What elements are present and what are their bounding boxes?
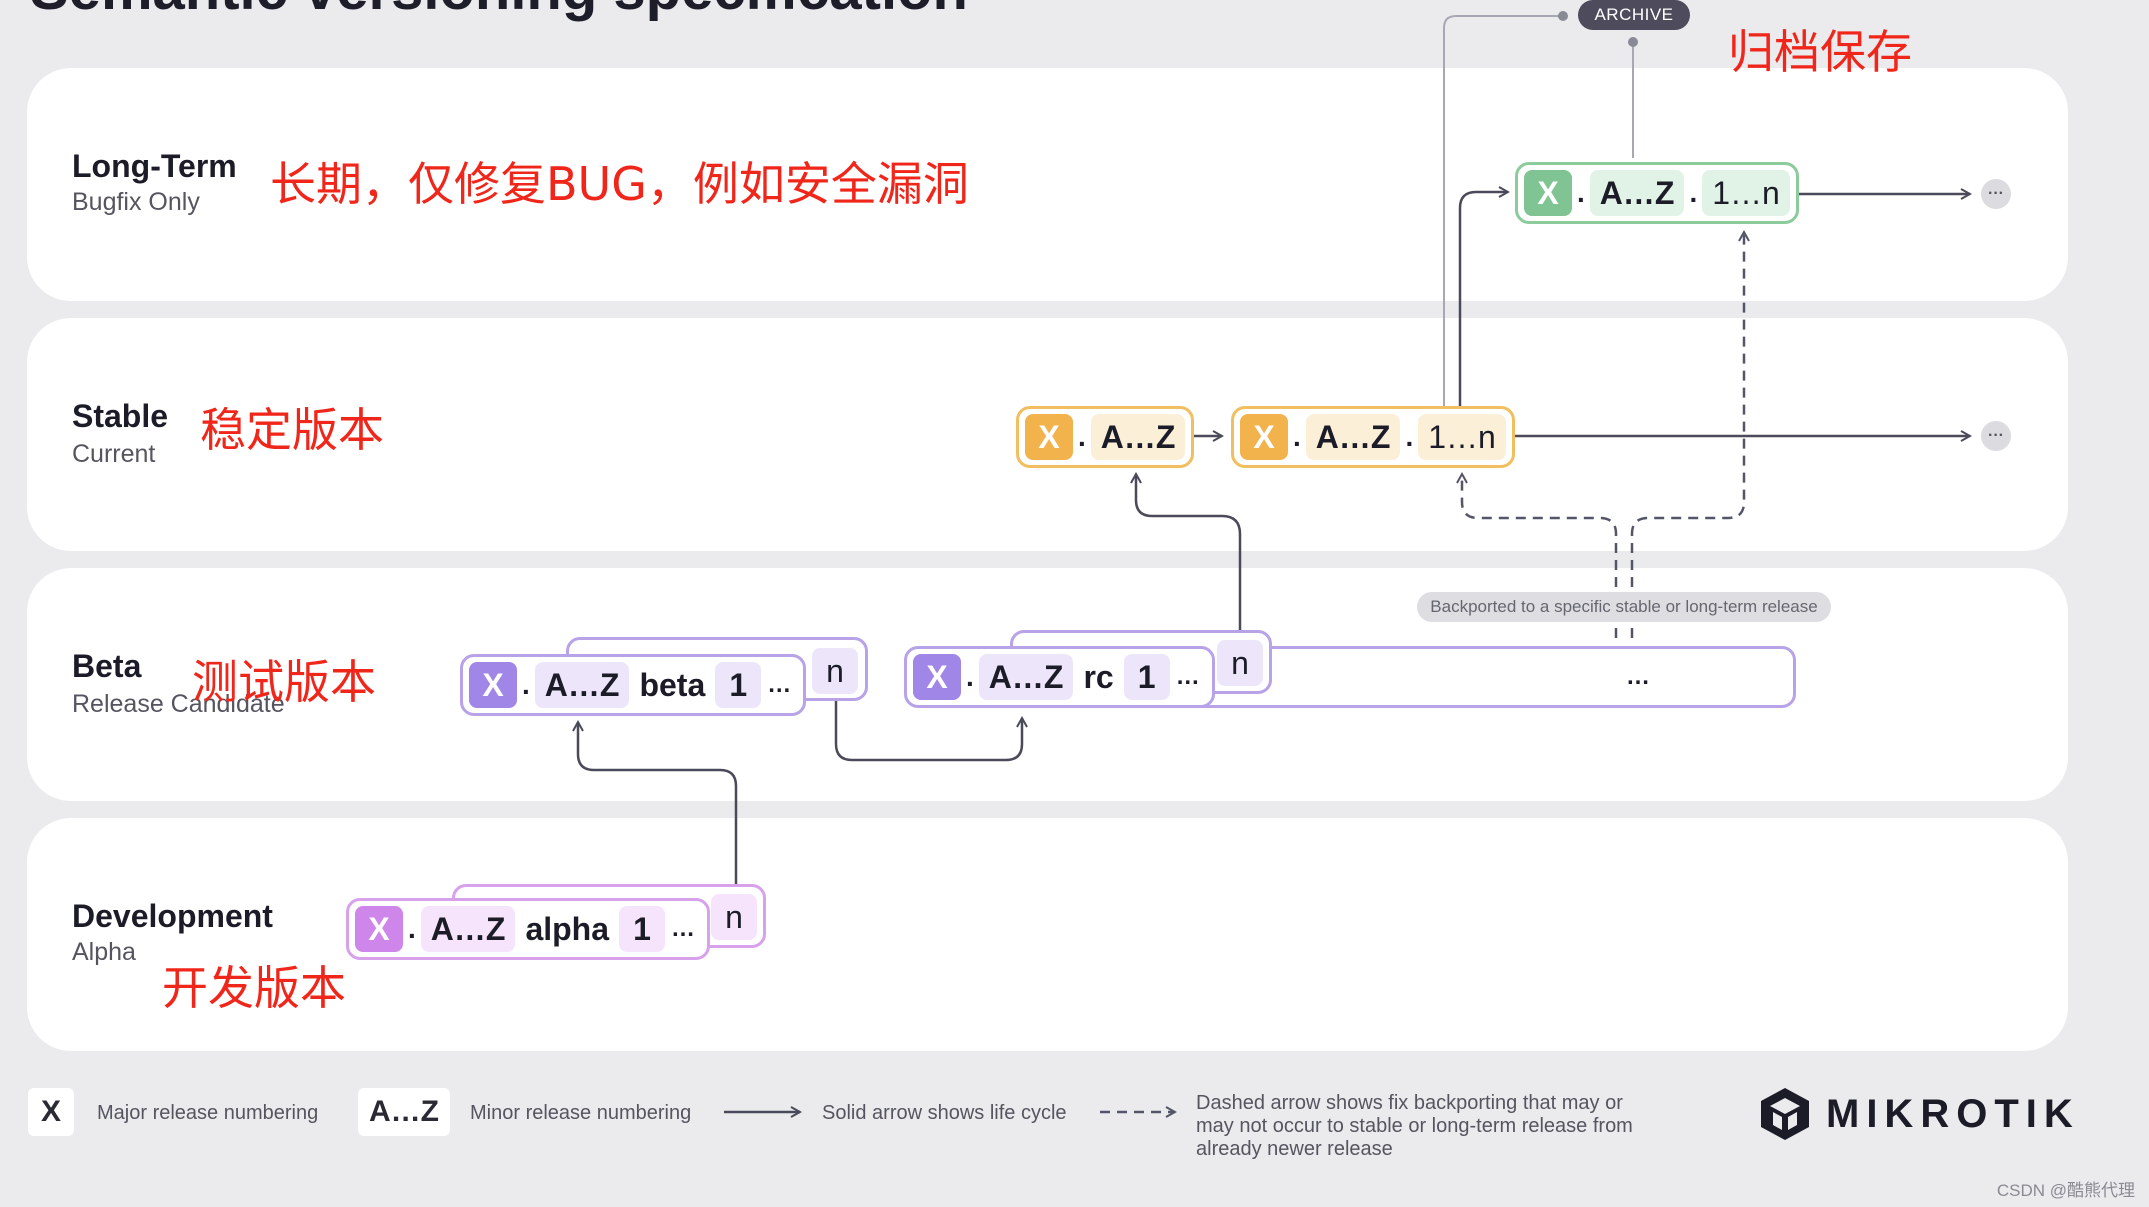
archive-dot-bottom: [1628, 37, 1638, 47]
stable-b-major: X: [1240, 414, 1288, 460]
stable-b-separator-2: .: [1405, 421, 1414, 452]
longterm-version-chip: X . A…Z . 1…n: [1515, 162, 1799, 224]
rc-major: X: [913, 654, 961, 700]
note-development: 开发版本: [162, 961, 346, 1015]
rc-last-cell: n: [1217, 640, 1263, 686]
legend-dashed-text: Dashed arrow shows fix backporting that …: [1196, 1092, 1633, 1160]
longterm-more-marker: ···: [1981, 179, 2011, 209]
stable-b-separator-1: .: [1293, 421, 1301, 452]
lane-subtitle-long-term: Bugfix Only: [72, 188, 200, 216]
stable-b-minor: A…Z: [1305, 414, 1401, 460]
rc-minor: A…Z: [978, 654, 1074, 700]
stable-a-minor: A…Z: [1090, 414, 1186, 460]
beta-last-cell: n: [812, 648, 858, 694]
alpha-separator: .: [408, 913, 416, 944]
lane-subtitle-development: Alpha: [72, 938, 136, 966]
stable-version-chip-a: X . A…Z: [1016, 406, 1195, 468]
beta-word: beta: [639, 666, 706, 703]
alpha-minor: A…Z: [420, 906, 516, 952]
alpha-word: alpha: [525, 910, 610, 947]
backport-label: Backported to a specific stable or long-…: [1417, 592, 1831, 622]
longterm-minor: A…Z: [1589, 170, 1685, 216]
rc-word: rc: [1083, 658, 1114, 695]
stable-b-patch: 1…n: [1418, 414, 1506, 460]
beta-number: 1: [715, 662, 762, 708]
legend-minor-text: Minor release numbering: [470, 1102, 692, 1124]
alpha-last-cell: n: [711, 894, 757, 940]
note-stable: 稳定版本: [200, 403, 384, 457]
arrow-alpha-to-beta: [578, 722, 738, 886]
longterm-patch: 1…n: [1702, 170, 1790, 216]
lane-title-stable: Stable: [72, 398, 169, 434]
arrow-stable-to-longterm: [1458, 192, 1508, 406]
note-long-term: 长期，仅修复BUG，例如安全漏洞: [270, 157, 969, 211]
stable-a-major: X: [1025, 414, 1073, 460]
archive-dot-left: [1558, 11, 1568, 21]
page-title: Semantic versioning specification: [30, 0, 968, 23]
legend-major-text: Major release numbering: [97, 1102, 319, 1124]
mikrotik-wordmark: MIKROTIK: [1826, 1091, 2080, 1136]
beta-minor: A…Z: [534, 662, 630, 708]
backport-to-longterm: [1630, 232, 1744, 638]
beta-separator: .: [522, 669, 530, 700]
rc-version-chip: X . A…Z rc 1 …: [904, 646, 1215, 708]
alpha-number: 1: [619, 906, 666, 952]
lane-subtitle-beta: Release Candidate: [72, 690, 285, 718]
mikrotik-cube-icon: [1761, 1088, 1809, 1140]
stable-a-separator: .: [1078, 421, 1086, 452]
watermark: CSDN @酷熊代理: [1996, 1181, 2135, 1200]
beta-major: X: [469, 662, 517, 708]
alpha-version-chip: X . A…Z alpha 1 …: [346, 898, 711, 960]
arrow-rc-to-stable: [1136, 474, 1242, 634]
legend-solid-text: Solid arrow shows life cycle: [822, 1102, 1067, 1124]
longterm-separator-2: .: [1689, 177, 1698, 208]
longterm-separator-1: .: [1577, 177, 1585, 208]
mikrotik-logo: MIKROTIK: [1758, 1086, 2080, 1142]
rc-ellipsis: …: [1175, 663, 1200, 690]
alpha-ellipsis: …: [671, 915, 696, 942]
beta-ellipsis: …: [767, 671, 792, 698]
alpha-major: X: [355, 906, 403, 952]
longterm-major: X: [1524, 170, 1572, 216]
lane-title-development: Development: [72, 898, 273, 934]
archive-badge: ARCHIVE: [1578, 0, 1690, 30]
lane-subtitle-stable: Current: [72, 440, 156, 468]
arrow-beta-to-rc: [834, 698, 1022, 762]
stable-version-chip-b: X . A…Z . 1…n: [1231, 406, 1515, 468]
note-archive: 归档保存: [1728, 25, 1912, 79]
rc-separator: .: [966, 661, 974, 692]
lane-title-long-term: Long-Term: [72, 148, 237, 184]
legend-minor-box: A…Z: [358, 1088, 450, 1136]
note-beta: 测试版本: [192, 655, 376, 709]
archive-line-from-stable: [1443, 15, 1560, 406]
legend-major-box: X: [28, 1088, 74, 1136]
stable-more-marker: ···: [1981, 421, 2011, 451]
lane-title-beta: Beta: [72, 648, 142, 684]
beta-version-chip: X . A…Z beta 1 …: [460, 654, 807, 716]
rc-number: 1: [1123, 654, 1170, 700]
backport-to-stable: [1462, 474, 1618, 638]
